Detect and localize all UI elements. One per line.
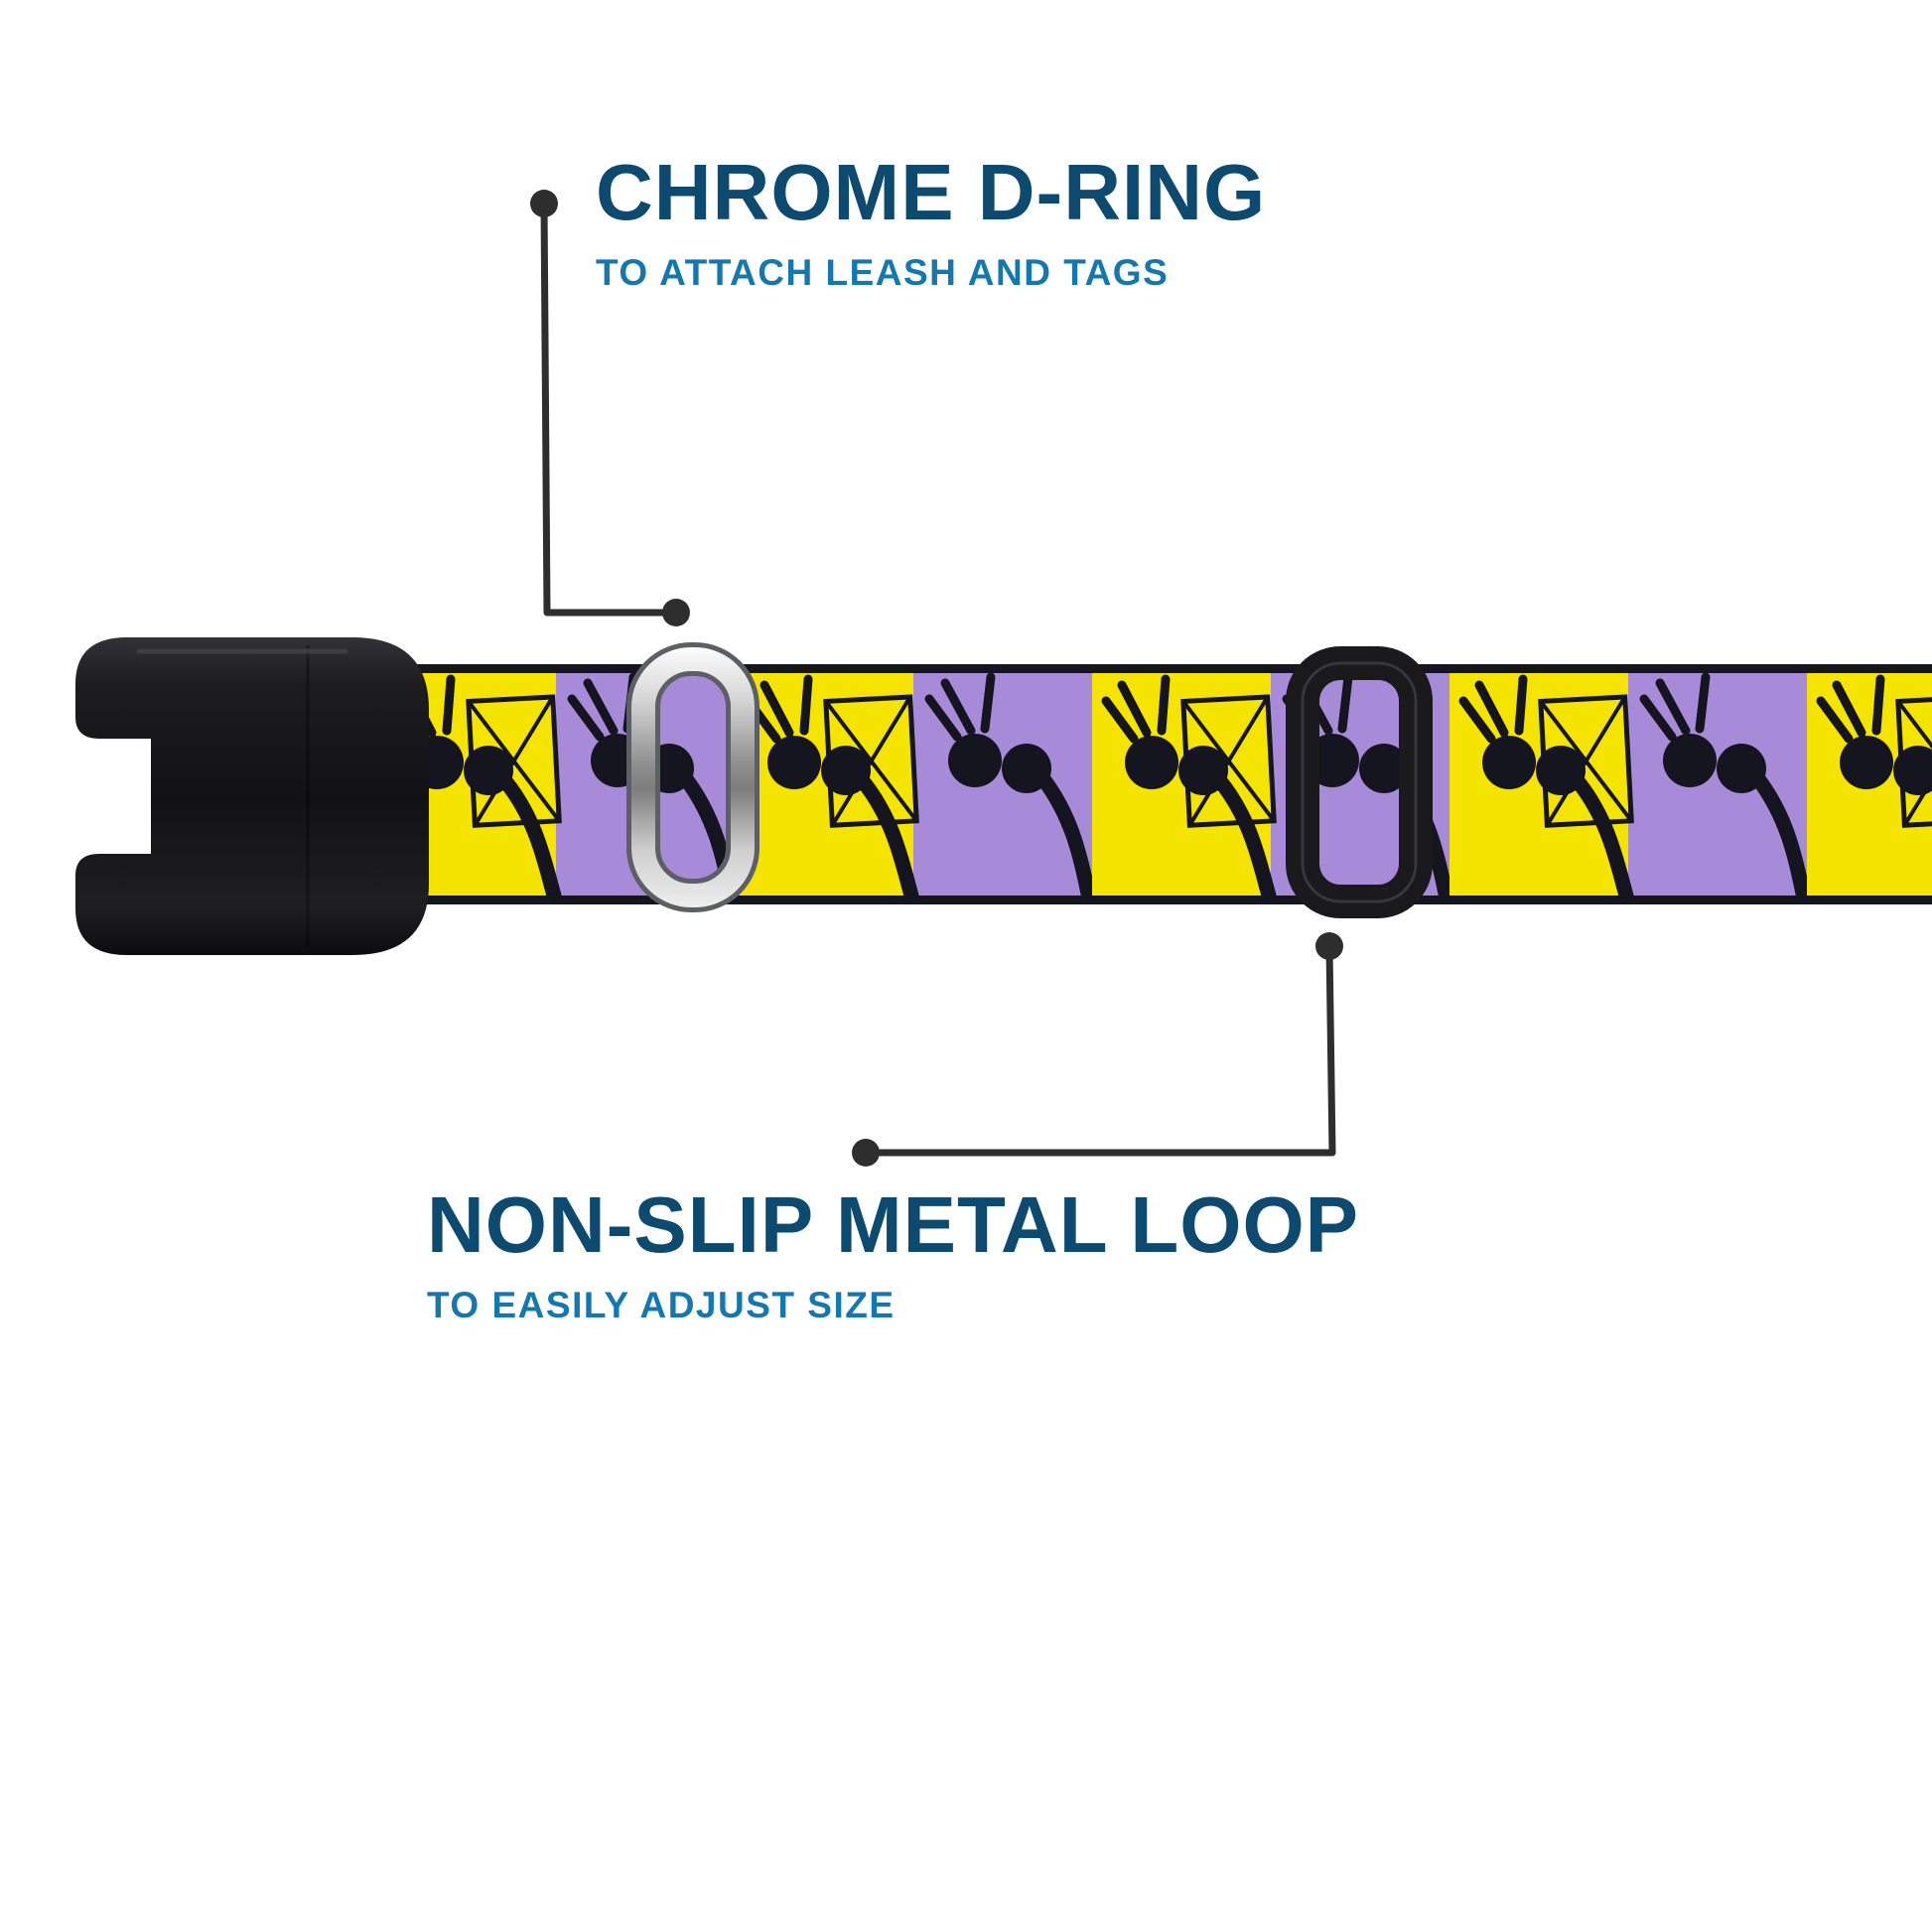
metal-loop-callout-dot-left: [852, 1139, 880, 1167]
webbing-bottom-edge: [377, 896, 1932, 904]
d-ring-callout-title: CHROME D-RING: [596, 148, 1267, 236]
buckle: [75, 637, 429, 955]
chrome-d-ring: [626, 642, 759, 912]
webbing-strap: [377, 664, 1932, 904]
metal-loop-slider: [1286, 646, 1433, 918]
metal-loop-callout-line: [852, 932, 1343, 1167]
webbing-top-edge: [377, 664, 1932, 673]
metal-loop-callout-subtitle: TO EASILY ADJUST SIZE: [427, 1285, 896, 1325]
d-ring-callout-dot-top: [530, 190, 558, 217]
metal-loop-callout-dot-top: [1315, 932, 1343, 960]
metal-loop-callout-title: NON-SLIP METAL LOOP: [427, 1180, 1360, 1269]
d-ring-callout: CHROME D-RING TO ATTACH LEASH AND TAGS: [596, 151, 1266, 294]
d-ring-callout-subtitle: TO ATTACH LEASH AND TAGS: [596, 252, 1170, 293]
d-ring-callout-dot-bottom: [662, 599, 690, 626]
d-ring-callout-line: [530, 190, 690, 626]
metal-loop-callout: NON-SLIP METAL LOOP TO EASILY ADJUST SIZ…: [427, 1183, 1359, 1326]
